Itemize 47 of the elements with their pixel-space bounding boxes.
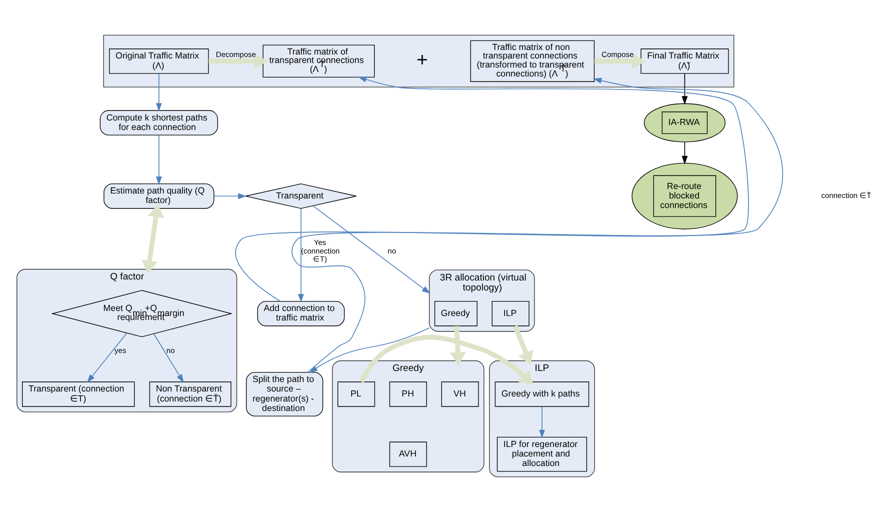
node-box: VH [441, 382, 479, 407]
arrow [208, 53, 268, 70]
node-box: Split the path to source – regenerator(s) - destination [246, 372, 324, 416]
node-box: ILP [492, 300, 530, 326]
arrow [235, 76, 749, 302]
arrow [682, 73, 688, 105]
edge-label: no [166, 346, 175, 356]
edge-label: Decompose [216, 50, 256, 59]
node-ellipse: Re-route blocked connections [632, 162, 738, 230]
edge-label: Compose [602, 50, 634, 59]
node-box: AVH [389, 442, 427, 467]
arrow [594, 53, 646, 70]
node-box: Greedy [434, 300, 478, 326]
node-ellipse: IA-RWA [644, 103, 726, 142]
arrow [682, 142, 688, 164]
node-box: Add connection to traffic matrix [257, 300, 345, 326]
arrow [87, 332, 128, 383]
edge-label: yes [114, 346, 126, 356]
arrow [312, 206, 430, 294]
node-box: Final Traffic Matrix (Λ̃) [640, 48, 729, 74]
arrow [298, 208, 304, 303]
arrow [539, 406, 545, 438]
node-box: Non Transparent (connection ∈T̄) [149, 382, 232, 407]
node-box: Greedy with k paths [494, 382, 590, 407]
edge-label: Yes (connection ∈T) [300, 238, 340, 264]
node-box: Compute k shortest paths for each connection [100, 110, 218, 136]
arrow [359, 334, 534, 385]
label: connection ∈T̄ [821, 191, 872, 200]
arrow [309, 328, 430, 374]
edge-label: no [388, 246, 396, 256]
node-box: Original Traffic Matrix (Λ) [109, 48, 209, 74]
arrow [513, 325, 534, 365]
node-box: Transparent (connection ∈T) [22, 382, 135, 407]
node-box: ILP for regenerator placement and allocation [496, 436, 588, 472]
cluster [103, 34, 734, 88]
arrow [214, 193, 247, 200]
arrow [156, 134, 162, 185]
node-diamond: Transparent [245, 183, 357, 209]
label: + [416, 50, 428, 71]
node-box: PH [389, 382, 427, 407]
node-box: Estimate path quality (Q factor) [104, 183, 214, 209]
arrow [153, 333, 184, 383]
node-box: PL [337, 382, 376, 407]
arrow [450, 326, 466, 366]
arrow [142, 204, 164, 274]
arrow [156, 73, 162, 112]
arrow [292, 78, 784, 373]
